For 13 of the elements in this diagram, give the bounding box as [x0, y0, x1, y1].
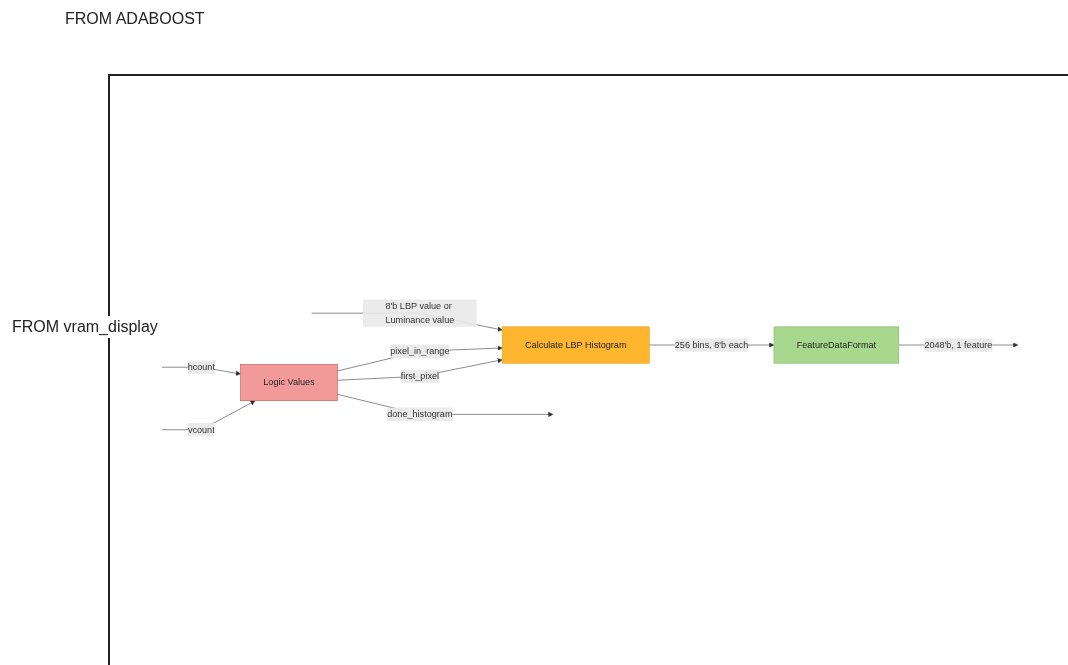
edge-label: done_histogram [387, 408, 453, 419]
node-box: Calculate LBP Histogram [502, 326, 650, 364]
node-box: FeatureDataFormat [773, 326, 900, 364]
edge-label: 8'b LBP value or Luminance value [385, 300, 455, 325]
edge-label: hcount [187, 361, 215, 372]
edge-label: 256 bins, 8'b each [674, 339, 749, 350]
edge-label: pixel_in_range [390, 345, 450, 356]
edge-label: 2048'b, 1 feature [924, 339, 993, 350]
node-box: Logic Values [240, 363, 338, 401]
edge-label: first_pixel [400, 370, 440, 381]
edge-label: vcount [187, 424, 215, 434]
signal-source-label: FROM vram_display [10, 316, 160, 338]
signal-source-label: FROM ADABOOST [65, 10, 205, 28]
